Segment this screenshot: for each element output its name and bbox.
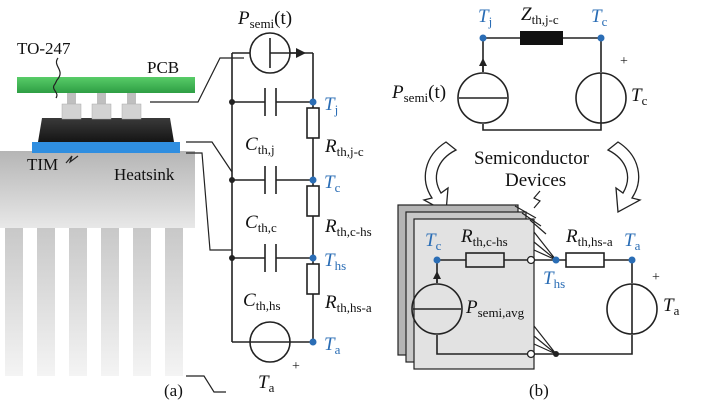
resistor-rth-c-hs [306, 185, 320, 217]
node-tj-dot [309, 98, 317, 106]
node-tc-label: Tc [324, 172, 341, 195]
bottom-tc-label: Tc [425, 230, 442, 253]
top-tc-label: Tc [591, 6, 608, 29]
impedance-zth-j-c [520, 31, 563, 45]
bottom-resistor-rth-c-hs [465, 252, 505, 268]
node-tc-dot [309, 176, 317, 184]
bottom-source-arrow-head [433, 271, 441, 279]
bottom-ta-label: Ta [624, 230, 641, 253]
tim-layer [32, 142, 180, 153]
heatsink-label: Heatsink [114, 165, 175, 184]
bottom-source-label: Psemi,avg [465, 297, 525, 320]
top-source-arrow-head [479, 58, 487, 66]
cap-cth-hs-label: Cth,hs [243, 290, 281, 313]
top-tj-label: Tj [478, 6, 492, 29]
left-curved-arrow [422, 141, 458, 214]
resistor-rth-hs-a [306, 263, 320, 295]
top-node-tj-dot [479, 34, 487, 42]
bottom-resistor-rth-hs-a [565, 252, 605, 268]
to247-label: TO-247 [17, 39, 71, 58]
bottom-vsrc-label: Ta [663, 295, 680, 318]
resistor-rth-j-c [306, 107, 320, 139]
ambient-plus: + [292, 359, 300, 374]
bottom-vsrc-plus: + [652, 270, 660, 285]
node-dot [553, 351, 559, 357]
semiconductor-label-line1: Semiconductor [474, 148, 590, 169]
node-ta-dot [309, 338, 317, 346]
top-z-label: Zth,j-c [521, 4, 559, 27]
tim-pointer [65, 155, 79, 164]
bottom-node-ta-dot [628, 256, 636, 264]
semiconductor-label-line2: Devices [505, 170, 566, 191]
res-rth-c-hs-label: Rth,c-hs [324, 216, 372, 239]
pcb-label: PCB [147, 58, 179, 77]
bottom-ths-label: Ths [543, 268, 565, 291]
terminal-open [526, 349, 536, 359]
res-rth-hs-a-label: Rth,hs-a [324, 292, 372, 315]
node-dot [229, 255, 235, 261]
right-curved-arrow [606, 141, 642, 214]
node-ths-dot [309, 254, 317, 262]
bottom-rhsa-label: Rth,hs-a [565, 226, 613, 249]
bottom-node-tc-dot [433, 256, 441, 264]
node-dot [229, 99, 235, 105]
top-node-tc-dot [597, 34, 605, 42]
pcb-board [17, 77, 195, 93]
source-p-semi-label: Psemi(t) [237, 8, 292, 31]
node-ta-label: Ta [324, 334, 341, 357]
node-tj-label: Tj [324, 94, 338, 117]
caption-a: (a) [164, 381, 183, 400]
terminal-open [526, 255, 536, 265]
bottom-node-ths-dot [552, 256, 560, 264]
stack-edge-lines [514, 205, 547, 235]
caption-b: (b) [529, 381, 549, 400]
top-source-p-semi-t [457, 72, 509, 124]
semiconductor-pointer [533, 190, 541, 209]
ambient-ta-label: Ta [258, 372, 275, 395]
cap-cth-c-label: Cth,c [245, 212, 277, 235]
node-ths-label: Ths [324, 250, 346, 273]
tim-label: TIM [27, 155, 58, 174]
top-vsrc-plus: + [620, 54, 628, 69]
bottom-source-p-semi-avg [411, 283, 463, 335]
heatsink-illustration [0, 151, 195, 376]
to247-package [38, 93, 174, 142]
source-arrow-head [296, 48, 306, 58]
res-rth-j-c-label: Rth,j-c [324, 136, 364, 159]
cap-cth-j-label: Cth,j [245, 134, 275, 157]
top-vsrc-label: Tc [631, 85, 648, 108]
top-source-label: Psemi(t) [391, 82, 446, 105]
bottom-rchs-label: Rth,c-hs [460, 226, 508, 249]
to247-pointer [53, 57, 61, 99]
top-circuit [482, 37, 602, 131]
node-dot [229, 177, 235, 183]
